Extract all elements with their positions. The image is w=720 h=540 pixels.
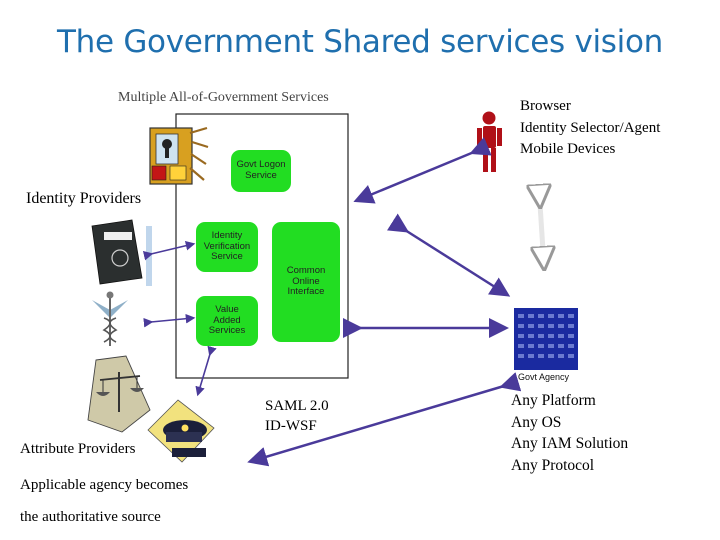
- platform-list: Any Platform Any OS Any IAM Solution Any…: [511, 390, 628, 476]
- person-icon: [477, 111, 502, 172]
- medical-caduceus-icon: [92, 291, 128, 346]
- services-caption: Multiple All-of-Government Services: [118, 90, 329, 105]
- page-title: The Government Shared services vision: [57, 24, 663, 60]
- platform-any-iam: Any IAM Solution: [511, 435, 629, 452]
- client-services-arrow: [353, 137, 492, 204]
- police-cap-icon: [147, 399, 215, 463]
- common-online-interface-box: Common Online Interface: [272, 222, 340, 342]
- connector-arrows: [247, 137, 522, 467]
- client-identity-selector: Identity Selector/Agent: [520, 119, 661, 136]
- attribute-providers-label: Attribute Providers: [20, 441, 136, 457]
- agency-attribute-arrow: [247, 372, 522, 467]
- passport-icon: [91, 219, 152, 286]
- platform-any-platform: Any Platform: [511, 392, 596, 409]
- protocol-list: SAML 2.0 ID-WSF: [265, 396, 329, 436]
- platform-any-protocol: Any Protocol: [511, 456, 595, 474]
- provider-arrows: [142, 240, 217, 397]
- client-agency-light-arrow: [540, 204, 544, 266]
- justice-scales-icon: [87, 355, 151, 433]
- govt-logon-service-box: Govt Logon Service: [231, 150, 291, 192]
- identity-verification-service-box: Identity Verification Service: [196, 222, 258, 272]
- platform-any-os: Any OS: [511, 413, 562, 431]
- caduceus-value-arrow: [143, 313, 196, 328]
- client-mobile-devices: Mobile Devices: [520, 141, 616, 157]
- authoritative-source-text: Applicable agency becomes the authoritat…: [20, 469, 188, 533]
- authoritative-line-2: the authoritative source: [20, 509, 161, 525]
- value-police-arrow: [195, 345, 217, 397]
- authoritative-line-1: Applicable agency becomes: [20, 477, 189, 493]
- passport-verification-arrow: [142, 240, 196, 261]
- client-browser: Browser: [520, 98, 571, 114]
- identity-providers-label: Identity Providers: [26, 190, 142, 207]
- value-added-services-box: Value Added Services: [196, 296, 258, 346]
- services-agency-arrow: [386, 213, 511, 297]
- protocol-id-wsf: ID-WSF: [265, 418, 317, 434]
- govt-agency-label: Govt Agency: [518, 372, 570, 382]
- client-list: Browser Identity Selector/Agent Mobile D…: [520, 96, 660, 161]
- agency-building-icon: [514, 308, 578, 370]
- protocol-saml: SAML 2.0: [265, 398, 329, 414]
- padlock-keys-icon: [149, 126, 209, 185]
